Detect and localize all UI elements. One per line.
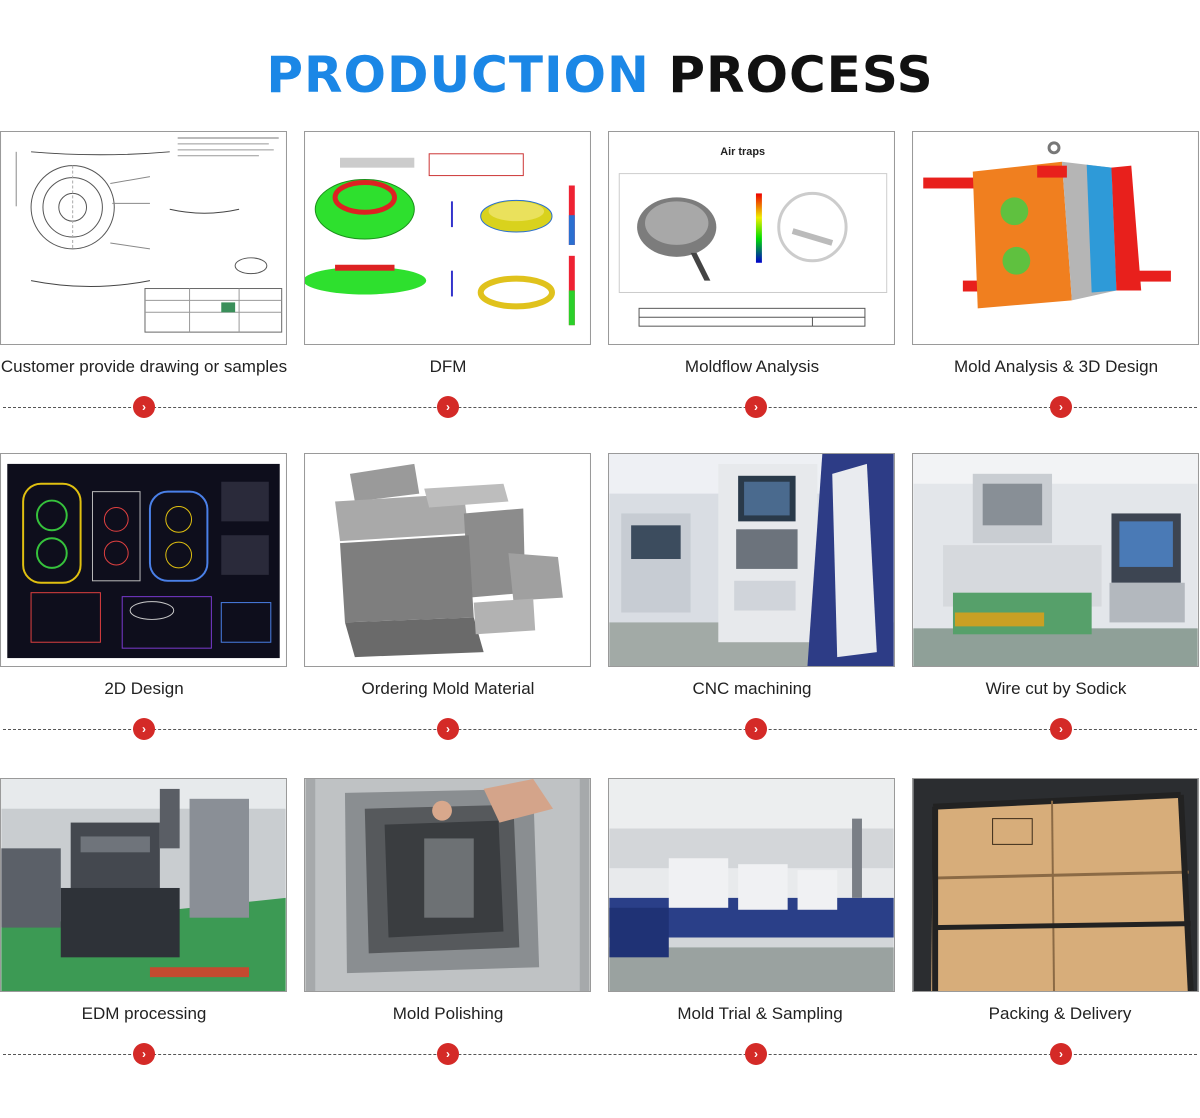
step-image-cnc bbox=[608, 453, 895, 667]
arrow-icon: › bbox=[745, 396, 767, 418]
moldflow-image-title: Air traps bbox=[720, 146, 765, 158]
edm-workshop-image bbox=[1, 779, 286, 991]
step-label-11: Mold Trial & Sampling bbox=[677, 1004, 843, 1023]
cnc-machine-image bbox=[609, 454, 894, 666]
step-label-10: Mold Polishing bbox=[392, 1004, 504, 1023]
wire-cut-machine-image bbox=[913, 454, 1198, 666]
mold-polishing-image bbox=[305, 779, 590, 991]
row-divider bbox=[3, 729, 1197, 730]
arrow-icon: › bbox=[133, 396, 155, 418]
step-image-drawing bbox=[0, 131, 287, 345]
title-part-1: PRODUCTION bbox=[266, 46, 650, 104]
dfm-report-image bbox=[305, 132, 590, 344]
arrow-icon: › bbox=[437, 1043, 459, 1065]
step-label-3: Moldflow Analysis bbox=[684, 357, 820, 376]
step-label-2: DFM bbox=[429, 357, 467, 376]
row-divider bbox=[3, 1054, 1197, 1055]
wooden-crate-image bbox=[913, 779, 1198, 991]
step-image-dfm bbox=[304, 131, 591, 345]
step-label-9: EDM processing bbox=[81, 1004, 207, 1023]
step-label-7: CNC machining bbox=[692, 679, 812, 698]
title-part-2: PROCESS bbox=[668, 46, 934, 104]
step-image-3d-design bbox=[912, 131, 1199, 345]
step-image-2d-design bbox=[0, 453, 287, 667]
technical-drawing-image bbox=[1, 132, 286, 344]
step-label-5: 2D Design bbox=[104, 679, 184, 698]
arrow-icon: › bbox=[133, 1043, 155, 1065]
step-image-trial bbox=[608, 778, 895, 992]
step-image-material bbox=[304, 453, 591, 667]
moldflow-report-image: Air traps bbox=[609, 132, 894, 344]
arrow-icon: › bbox=[437, 718, 459, 740]
3d-mold-render-image bbox=[913, 132, 1198, 344]
arrow-icon: › bbox=[133, 718, 155, 740]
step-image-edm bbox=[0, 778, 287, 992]
step-label-6: Ordering Mold Material bbox=[361, 679, 535, 698]
arrow-icon: › bbox=[745, 1043, 767, 1065]
arrow-icon: › bbox=[1050, 396, 1072, 418]
step-image-moldflow: Air traps bbox=[608, 131, 895, 345]
row-divider bbox=[3, 407, 1197, 408]
injection-machines-image bbox=[609, 779, 894, 991]
step-image-polishing bbox=[304, 778, 591, 992]
step-label-12: Packing & Delivery bbox=[988, 1004, 1132, 1023]
page-title: PRODUCTION PROCESS bbox=[0, 45, 1200, 105]
step-image-packing bbox=[912, 778, 1199, 992]
arrow-icon: › bbox=[1050, 718, 1072, 740]
step-label-1: Customer provide drawing or samples bbox=[0, 357, 288, 376]
cad-blueprint-image bbox=[1, 454, 286, 666]
steel-blocks-image bbox=[305, 454, 590, 666]
arrow-icon: › bbox=[437, 396, 459, 418]
arrow-icon: › bbox=[1050, 1043, 1072, 1065]
step-label-8: Wire cut by Sodick bbox=[985, 679, 1127, 698]
step-image-wire-cut bbox=[912, 453, 1199, 667]
step-label-4: Mold Analysis & 3D Design bbox=[953, 357, 1159, 376]
arrow-icon: › bbox=[745, 718, 767, 740]
